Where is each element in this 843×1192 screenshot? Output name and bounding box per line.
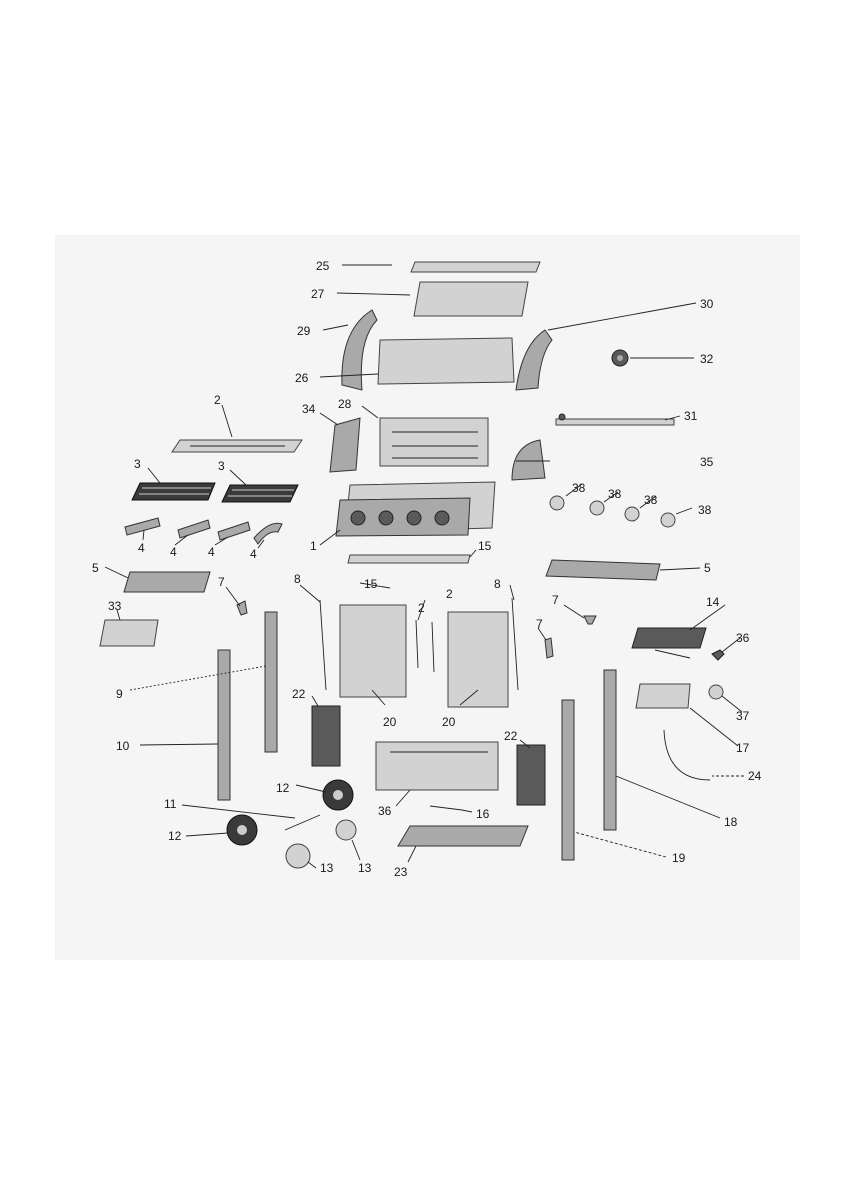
label-1: 1 — [310, 539, 317, 553]
label-17: 17 — [736, 741, 750, 755]
label-12-front: 12 — [276, 781, 290, 795]
label-38-3: 38 — [644, 493, 658, 507]
part-door-handles — [416, 620, 434, 672]
label-5-right: 5 — [704, 561, 711, 575]
label-19: 19 — [672, 851, 686, 865]
part-door-frame-right — [512, 598, 518, 690]
label-3-left: 3 — [134, 457, 141, 471]
part-cooking-grate-right — [222, 485, 298, 502]
label-31: 31 — [684, 409, 698, 423]
label-37: 37 — [736, 709, 750, 723]
part-flame-tamers — [125, 518, 282, 544]
part-cart-side-panel-left — [312, 706, 340, 766]
part-leg-18 — [604, 670, 616, 830]
label-11: 11 — [164, 797, 177, 811]
part-left-side-panel — [100, 620, 158, 646]
label-30: 30 — [700, 297, 714, 311]
part-cart-back-panel — [376, 742, 498, 790]
part-bottom-shelf — [398, 826, 528, 846]
part-wheel-front — [323, 780, 353, 810]
label-13-left: 13 — [320, 861, 334, 875]
label-27: 27 — [311, 287, 325, 301]
part-side-burner-knob — [709, 685, 723, 699]
label-36-valve: 36 — [736, 631, 750, 645]
label-5-left: 5 — [92, 561, 99, 575]
label-9: 9 — [116, 687, 123, 701]
part-lid-panel — [414, 282, 528, 316]
part-door-frame-left — [320, 600, 326, 690]
label-2-handle-right: 2 — [446, 587, 453, 601]
label-29: 29 — [297, 324, 311, 338]
label-10: 10 — [116, 739, 130, 753]
label-35: 35 — [700, 455, 714, 469]
part-cooking-grate-left — [132, 483, 215, 500]
label-13-right: 13 — [358, 861, 372, 875]
label-16: 16 — [476, 807, 490, 821]
part-back-panel — [380, 418, 488, 466]
label-18: 18 — [724, 815, 738, 829]
part-lid-handle — [411, 262, 540, 272]
label-25: 25 — [316, 259, 330, 273]
label-8-right: 8 — [494, 577, 501, 591]
part-leg-10 — [218, 650, 230, 800]
label-4-1: 4 — [138, 541, 145, 555]
label-34: 34 — [302, 402, 316, 416]
part-side-shelf-left — [124, 572, 210, 592]
label-26: 26 — [295, 371, 309, 385]
part-rotisserie-rod — [556, 414, 674, 425]
part-lid-body — [378, 338, 514, 384]
part-left-lid-cap — [342, 310, 377, 390]
label-7-right: 7 — [552, 593, 559, 607]
label-4-2: 4 — [170, 545, 177, 559]
part-left-door — [340, 605, 406, 697]
part-grill-firebox — [336, 482, 495, 536]
part-front-rail — [348, 555, 470, 563]
label-38-1: 38 — [572, 481, 586, 495]
part-bottom-rod — [430, 806, 462, 810]
label-4-4: 4 — [250, 547, 257, 561]
label-20-left: 20 — [383, 715, 397, 729]
label-3-right: 3 — [218, 459, 225, 473]
label-7-left: 7 — [218, 575, 225, 589]
label-22-right: 22 — [504, 729, 518, 743]
label-8-left: 8 — [294, 572, 301, 586]
part-heat-shield-left — [330, 418, 360, 472]
part-right-door — [448, 612, 508, 707]
label-28: 28 — [338, 397, 352, 411]
label-38-4: 38 — [698, 503, 712, 517]
label-36-back: 36 — [378, 804, 392, 818]
part-wheel-back — [227, 815, 257, 845]
label-38-2: 38 — [608, 487, 622, 501]
label-22-left: 22 — [292, 687, 306, 701]
label-33: 33 — [108, 599, 122, 613]
part-gas-hose — [664, 730, 710, 780]
part-side-heat-shield — [512, 440, 545, 480]
label-20-right: 20 — [442, 715, 456, 729]
label-14: 14 — [706, 595, 720, 609]
label-23: 23 — [394, 865, 408, 879]
part-control-knob — [612, 350, 628, 366]
label-15-small: 15 — [364, 577, 378, 591]
label-4-3: 4 — [208, 545, 215, 559]
part-side-burner-tray — [632, 628, 706, 658]
label-7-door: 7 — [536, 617, 543, 631]
part-right-lid-cap — [516, 330, 552, 390]
part-warming-rack — [172, 440, 302, 452]
part-side-burner-panel — [636, 684, 690, 708]
label-2-handle-left: 2 — [418, 601, 425, 615]
part-leg-19 — [562, 700, 574, 860]
label-12-back: 12 — [168, 829, 182, 843]
label-32: 32 — [700, 352, 714, 366]
label-24: 24 — [748, 769, 762, 783]
label-2-warming-rack: 2 — [214, 393, 221, 407]
part-leg-9 — [265, 612, 277, 752]
part-side-shelf-right — [546, 560, 660, 580]
part-cart-side-panel-right — [517, 745, 545, 805]
label-15-rail: 15 — [478, 539, 492, 553]
